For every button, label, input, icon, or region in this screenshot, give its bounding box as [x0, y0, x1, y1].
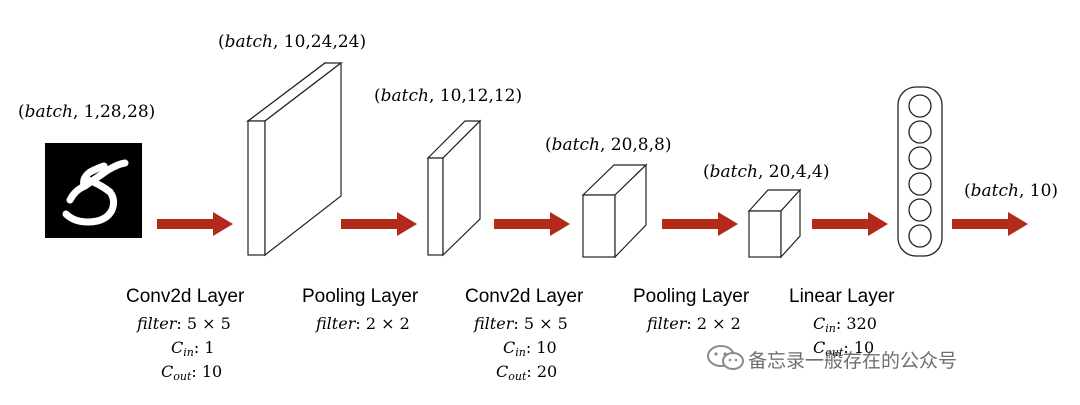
conv1-feature-map [246, 61, 343, 257]
output-neurons [897, 86, 943, 257]
arrow-5 [812, 212, 888, 236]
conv2-filter: filter: 5 × 5 [474, 314, 568, 333]
linear-cout: Cout: 10 [813, 338, 875, 359]
conv1-shape-label: (batch, 10,24,24) [218, 32, 367, 52]
digit-five-stroke [62, 159, 129, 226]
neuron-3 [908, 146, 932, 170]
output-shape-label: (batch, 10) [964, 181, 1059, 201]
conv1-cout: Cout: 10 [161, 362, 223, 383]
conv1-layer-title: Conv2d Layer [126, 286, 245, 307]
pool1-filter: filter: 2 × 2 [316, 314, 410, 333]
conv2-cout: Cout: 20 [496, 362, 558, 383]
conv1-cin: Cin: 1 [171, 338, 215, 359]
arrow-6 [952, 212, 1028, 236]
pool2-shape-label: (batch, 20,4,4) [703, 162, 830, 182]
neuron-6 [908, 224, 932, 248]
pool1-feature-map [426, 119, 482, 257]
arrow-4 [662, 212, 738, 236]
conv2-cin: Cin: 10 [503, 338, 557, 359]
neuron-4 [908, 172, 932, 196]
linear-layer-title: Linear Layer [789, 286, 895, 307]
input-image [45, 143, 142, 238]
neuron-5 [908, 198, 932, 222]
pool2-layer-title: Pooling Layer [633, 286, 750, 307]
arrow-3 [494, 212, 570, 236]
watermark: 备忘录一般存在的公众号 [706, 345, 958, 373]
conv2-layer-title: Conv2d Layer [465, 286, 584, 307]
arrow-1 [157, 212, 233, 236]
conv1-filter: filter: 5 × 5 [137, 314, 231, 333]
neuron-1 [908, 94, 932, 118]
neuron-2 [908, 120, 932, 144]
wechat-icon [707, 345, 744, 370]
arrow-2 [341, 212, 417, 236]
conv2-feature-map [581, 163, 648, 259]
pool1-shape-label: (batch, 10,12,12) [374, 86, 523, 106]
linear-cin: Cin: 320 [813, 314, 877, 335]
pool2-filter: filter: 2 × 2 [647, 314, 741, 333]
pool1-layer-title: Pooling Layer [302, 286, 419, 307]
watermark-text: 备忘录一般存在的公众号 [748, 350, 958, 372]
conv2-shape-label: (batch, 20,8,8) [545, 135, 672, 155]
pool2-feature-map [747, 188, 802, 259]
input-shape-label: (batch, 1,28,28) [18, 102, 156, 122]
